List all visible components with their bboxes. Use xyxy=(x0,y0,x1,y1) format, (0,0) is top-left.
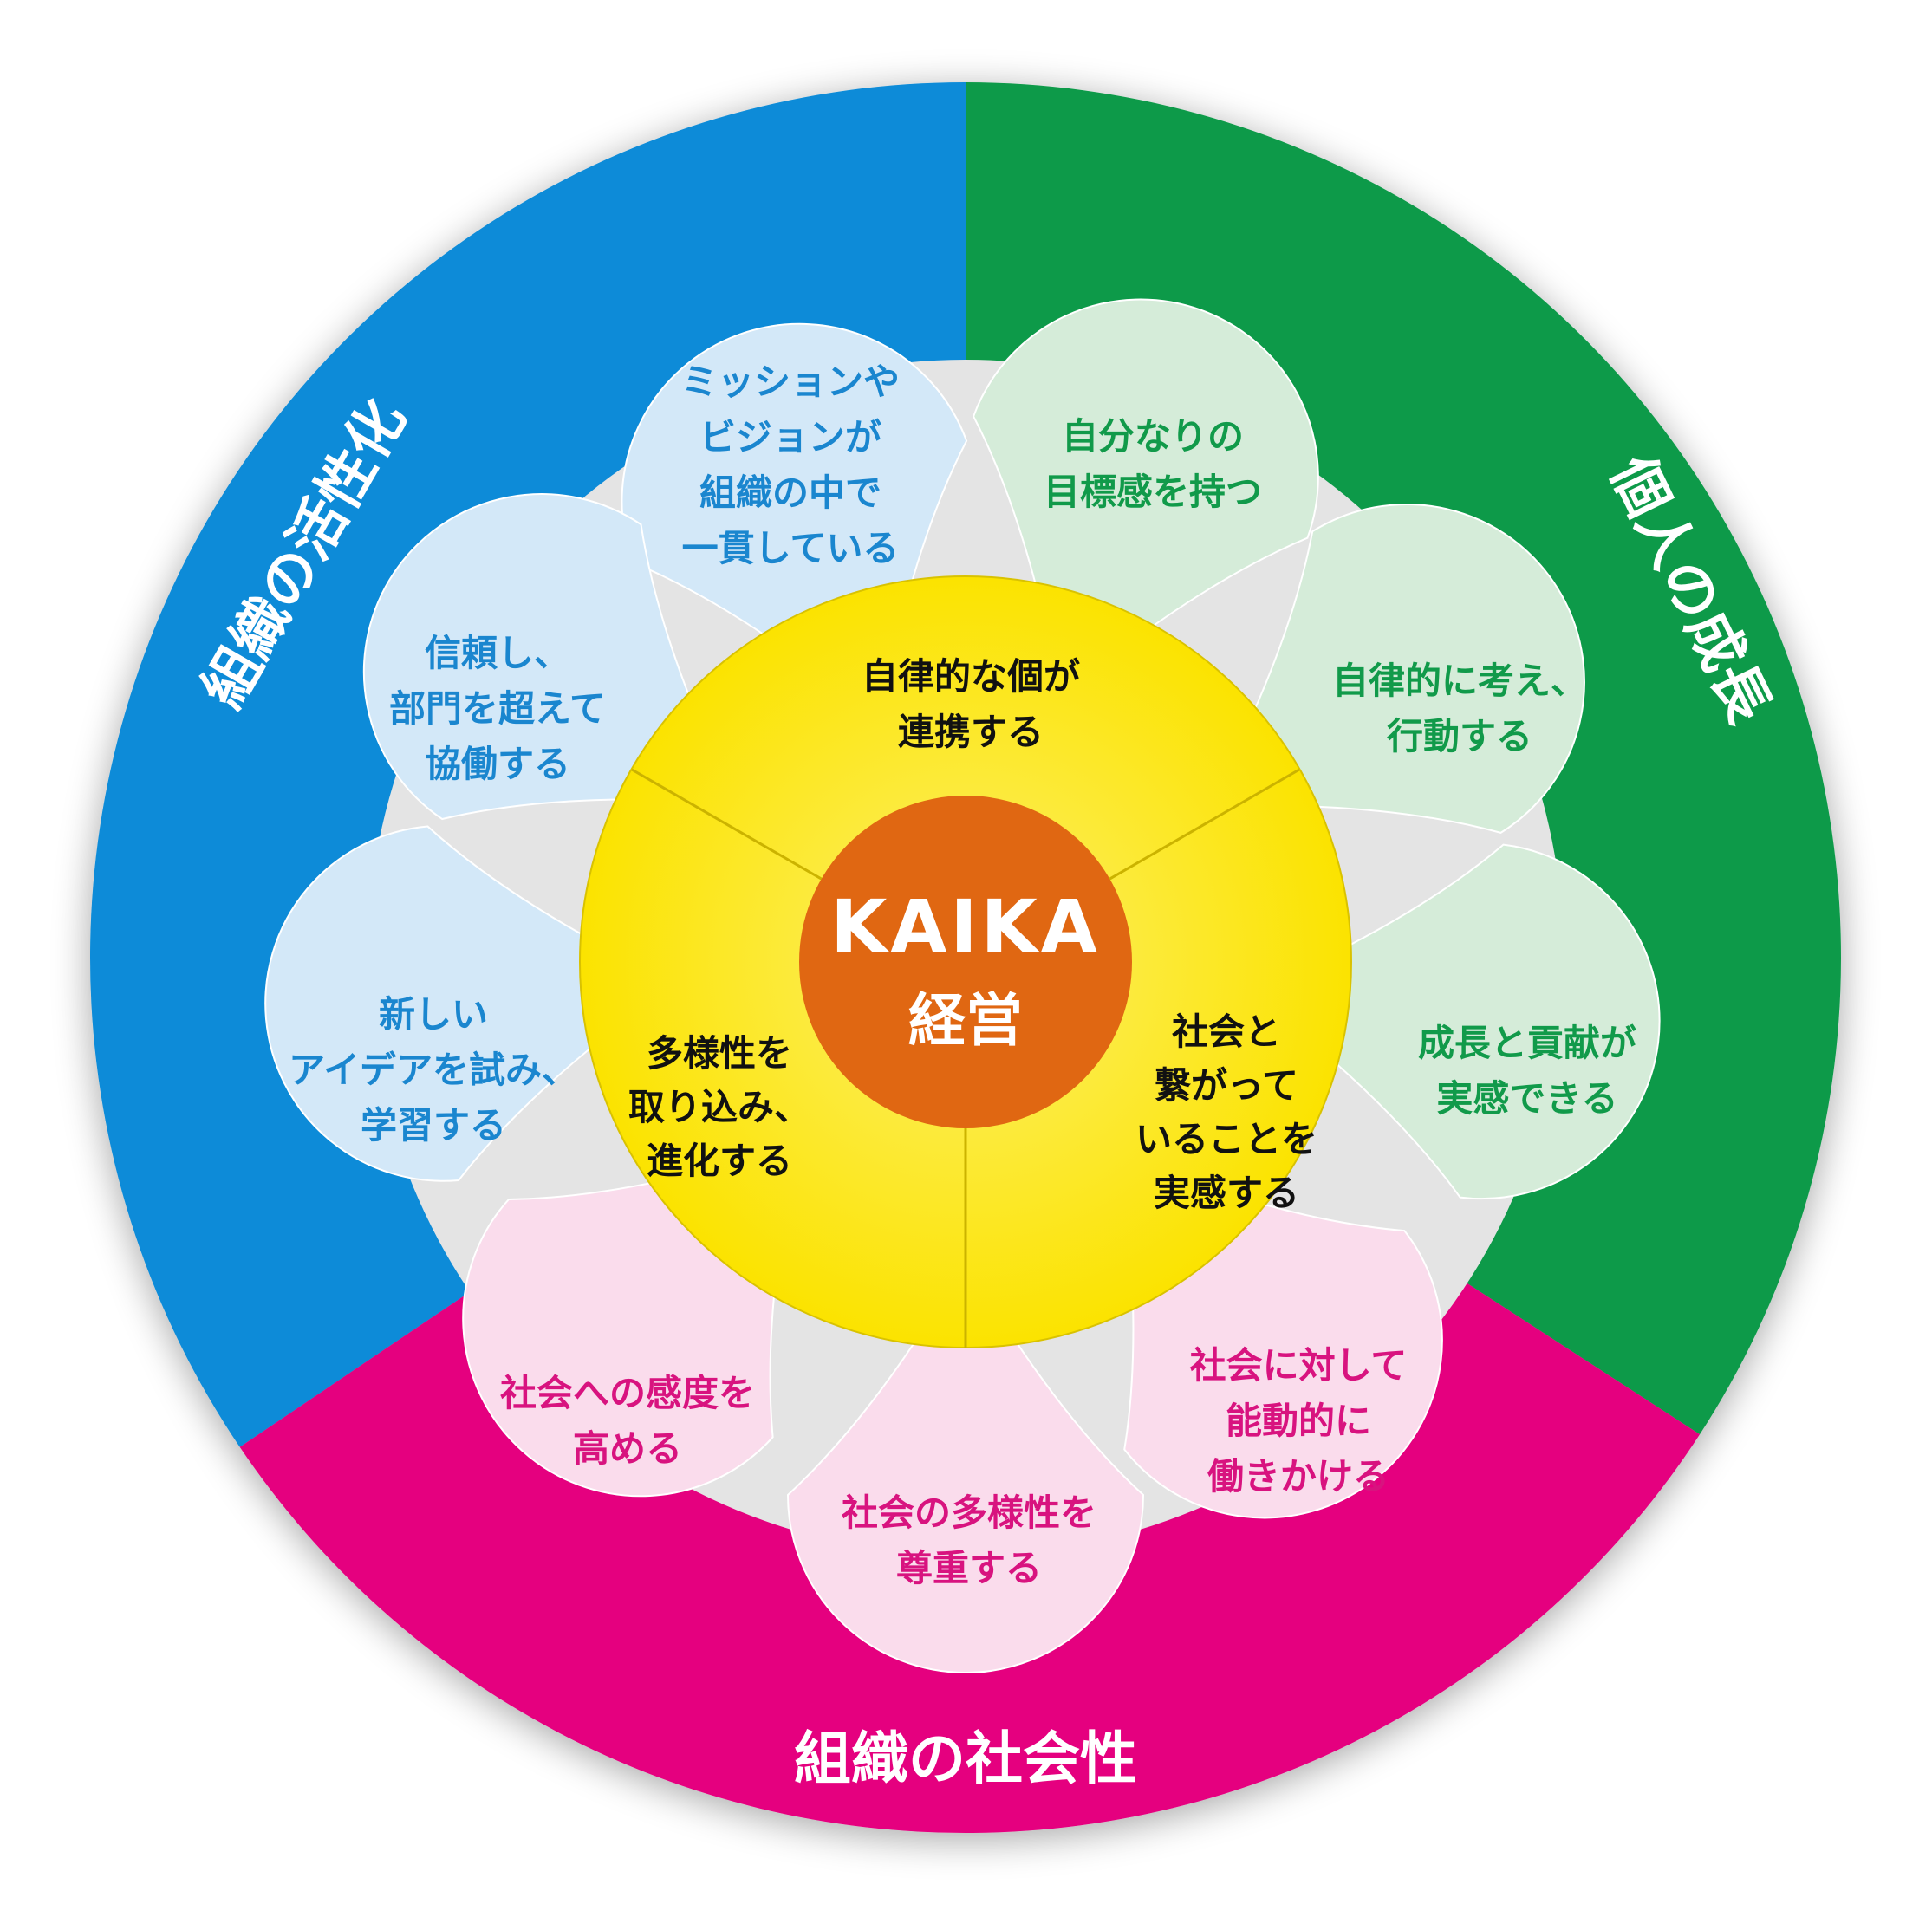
petal-proactive-text-line: 社会に対して xyxy=(1190,1344,1408,1387)
petal-mission-text-line: ミッションや xyxy=(681,361,900,403)
petal-think-text-line: 行動する xyxy=(1387,715,1532,757)
petal-mission-text-line: ビジョンが xyxy=(699,416,881,458)
petal-think-act xyxy=(1207,503,1586,834)
petal-diversity-text-line: 尊重する xyxy=(896,1547,1042,1589)
petal-proactive-text-line: 働きかける xyxy=(1207,1455,1389,1498)
petal-think-text: 自律的に考え、行動する xyxy=(1332,660,1587,757)
petal-social-diversity xyxy=(786,1259,1145,1673)
core-left-text-line: 進化する xyxy=(647,1140,792,1182)
core-left-text-line: 多様性を xyxy=(647,1032,792,1075)
petal-growth-text-line: 成長と貢献が xyxy=(1418,1022,1636,1064)
petal-goal-text-line: 目標感を持つ xyxy=(1044,471,1262,513)
petal-trust-collaborate xyxy=(362,493,738,821)
petal-growth-text-line: 実感できる xyxy=(1436,1077,1617,1120)
petal-sensitivity-text-line: 社会への感度を xyxy=(500,1372,755,1414)
petal-mission-text-line: 一貫している xyxy=(682,527,900,569)
petal-mission-text-line: 組織の中で xyxy=(699,471,881,514)
petal-trust-text-line: 信頼し、 xyxy=(425,632,570,674)
core-right-text-line: 実感する xyxy=(1154,1172,1299,1214)
petal-trust-text-line: 部門を超えて xyxy=(389,687,606,730)
petal-learn-text-line: 学習する xyxy=(361,1104,506,1147)
petal-diversity-text-line: 社会の多様性を xyxy=(842,1491,1096,1534)
petal-learn-text-line: 新しい xyxy=(379,993,488,1036)
kaika-logo: KAIKA xyxy=(830,884,1100,969)
petal-proactive-text-line: 能動的に xyxy=(1226,1400,1371,1442)
petal-trust-text-line: 協働する xyxy=(425,743,570,785)
petal-think-text-line: 自律的に考え、 xyxy=(1332,660,1587,702)
petal-learn-text-line: アイデアを試み、 xyxy=(289,1049,578,1091)
petal-growth-contribution xyxy=(1247,843,1662,1200)
core-top-text-line: 連携する xyxy=(898,711,1044,753)
petal-new-ideas xyxy=(264,825,679,1182)
ring-label-organizational-sociality: 組織の社会性 xyxy=(794,1725,1137,1792)
core-right-text-line: いることを xyxy=(1135,1118,1317,1160)
center-label: 経営 xyxy=(908,987,1023,1054)
core-left-text-line: 取り込み、 xyxy=(628,1086,810,1128)
diagram-text-layer: ミッションやビジョンが組織の中で一貫している信頼し、部門を超えて協働する新しいア… xyxy=(289,361,1636,1589)
center-badge: KAIKA 経営 xyxy=(799,796,1132,1128)
core-right-text-line: 繋がって xyxy=(1155,1064,1298,1107)
core-top-text-line: 自律的な個が xyxy=(862,655,1080,698)
petal-sensitivity-text-line: 高める xyxy=(573,1427,682,1470)
petal-goal-text-line: 自分なりの xyxy=(1062,415,1244,458)
core-right-text-line: 社会と xyxy=(1172,1010,1281,1053)
